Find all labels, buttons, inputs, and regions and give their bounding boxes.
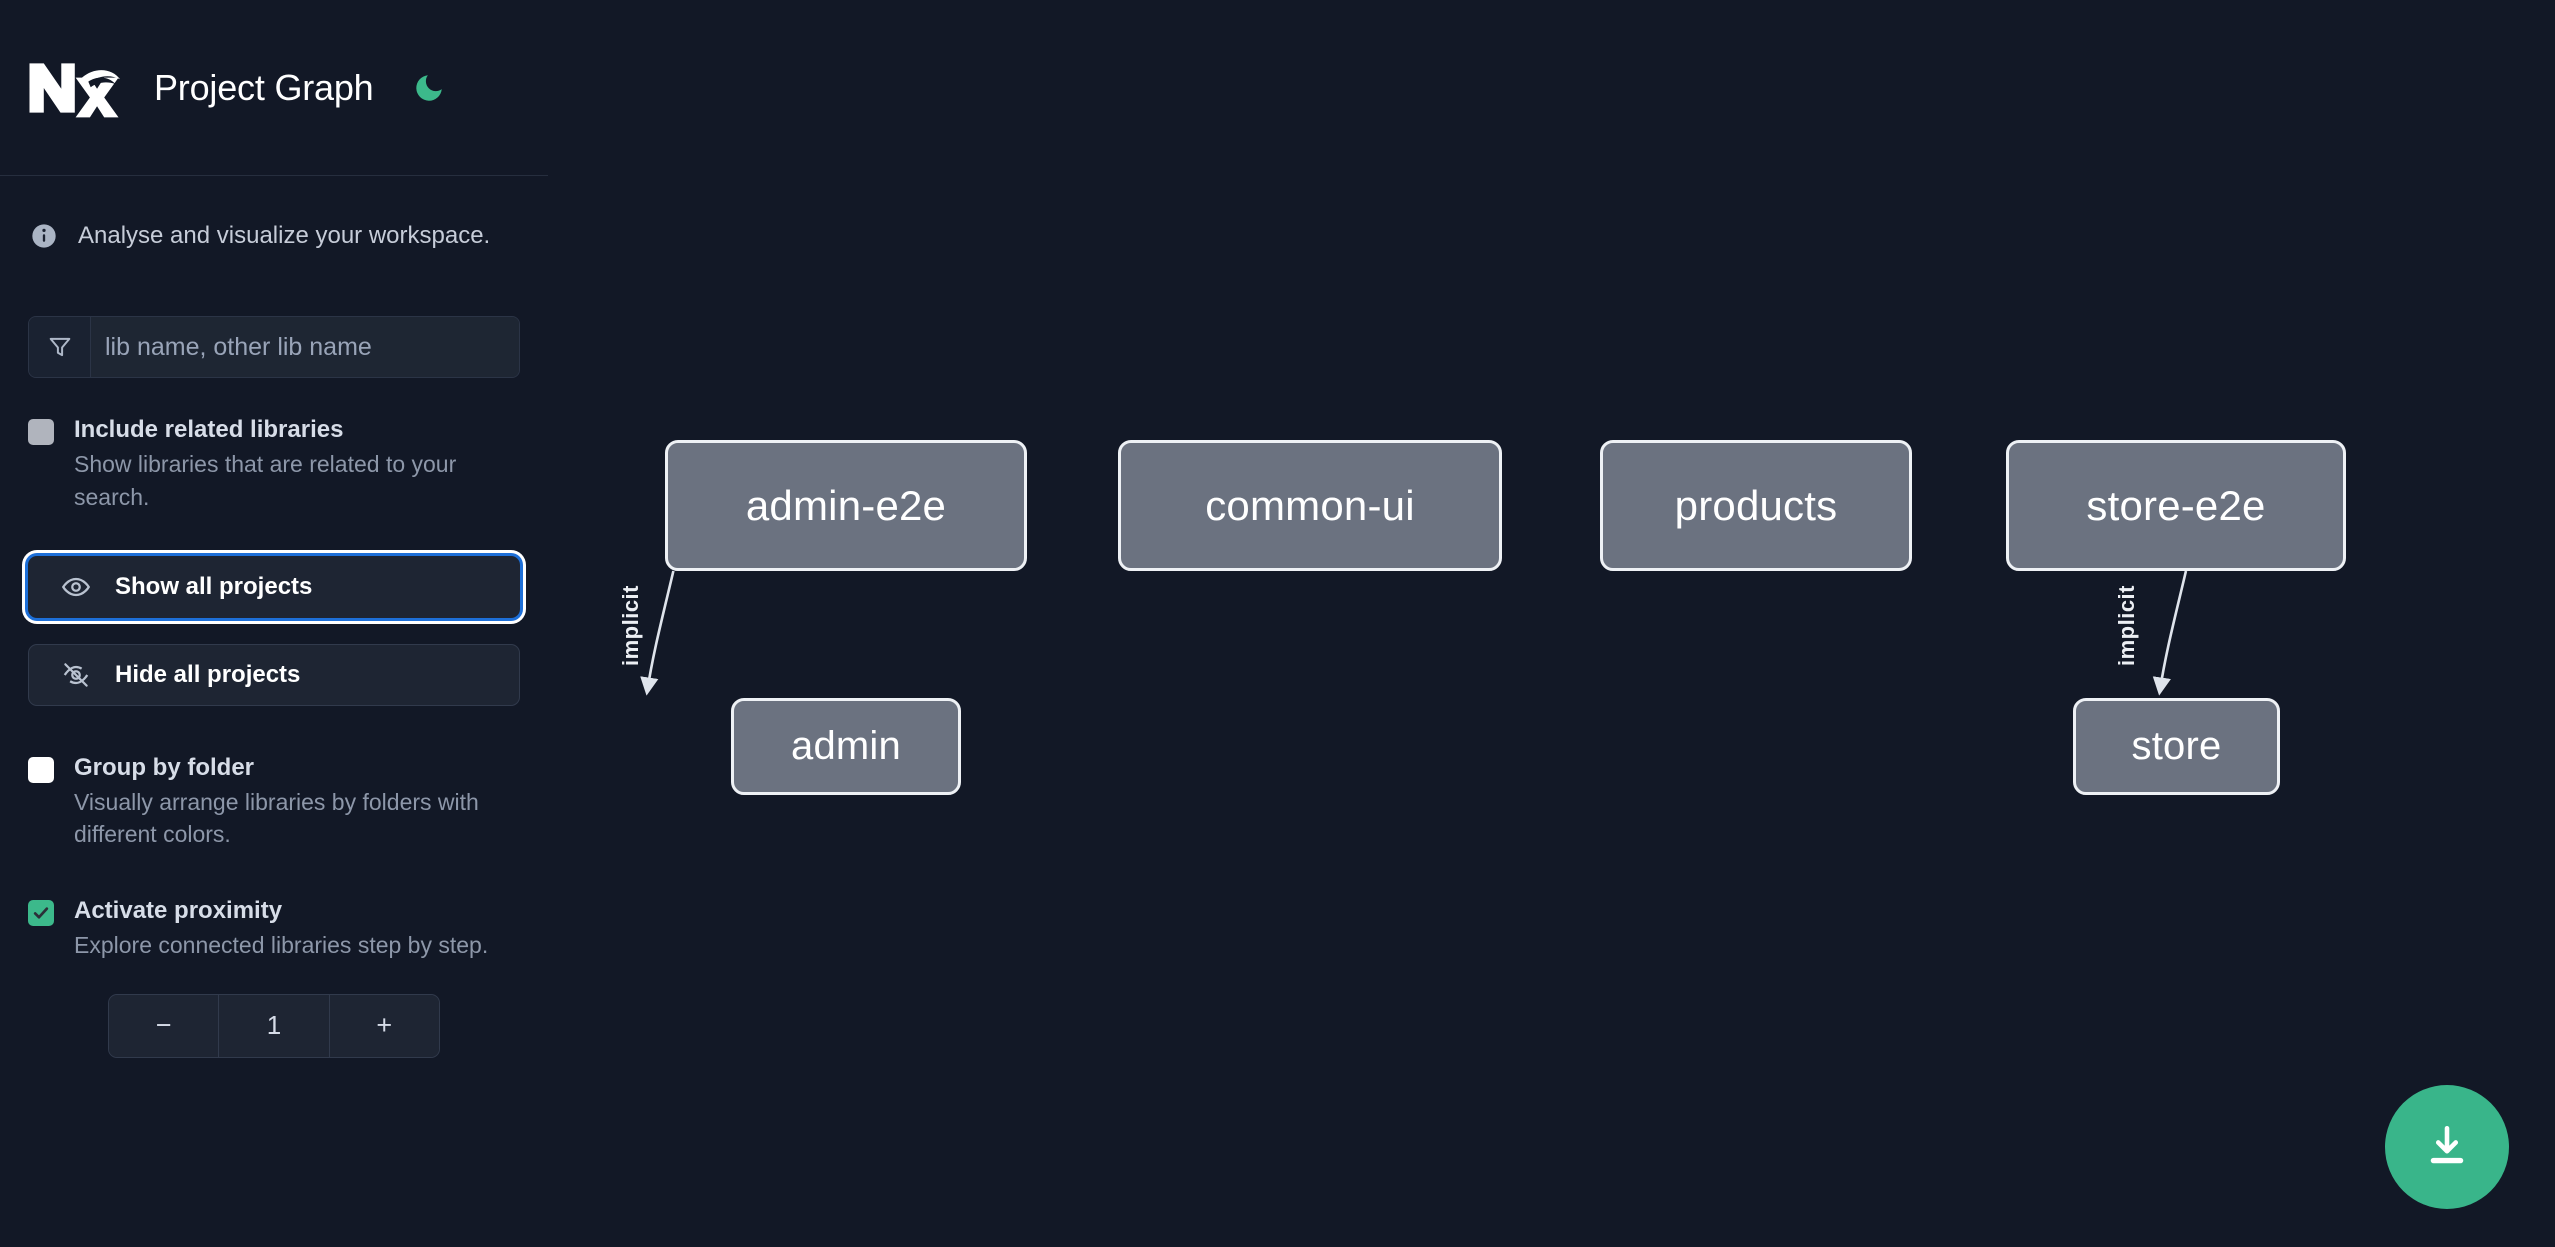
info-icon xyxy=(30,222,58,250)
nx-logo xyxy=(26,57,122,119)
edge-label-admin-implicit: implicit xyxy=(618,585,643,667)
option-label: Activate proximity xyxy=(74,897,283,924)
edge-label-store-implicit: implicit xyxy=(2114,585,2139,667)
sidebar: Project Graph Analyse and visualize your… xyxy=(0,0,548,1247)
show-all-projects-button[interactable]: Show all projects xyxy=(28,555,520,618)
search-input[interactable] xyxy=(91,317,519,377)
filter-input-group xyxy=(28,316,520,378)
hide-all-projects-button[interactable]: Hide all projects xyxy=(28,643,520,706)
option-activate-proximity[interactable]: Activate proximity Explore connected lib… xyxy=(0,895,548,962)
option-description: Visually arrange libraries by folders wi… xyxy=(74,788,479,848)
eye-icon xyxy=(59,570,93,604)
activate-proximity-checkbox[interactable] xyxy=(28,900,54,926)
option-label: Include related libraries xyxy=(74,416,344,443)
hide-all-projects-row: Hide all projects xyxy=(0,643,548,706)
show-all-projects-label: Show all projects xyxy=(115,572,313,600)
workspace-info-text: Analyse and visualize your workspace. xyxy=(78,222,491,249)
proximity-value: 1 xyxy=(218,994,329,1057)
proximity-stepper: − 1 + xyxy=(108,993,440,1058)
proximity-increment-button[interactable]: + xyxy=(328,994,439,1057)
download-icon xyxy=(2422,1121,2472,1174)
option-text-group: Group by folder Visually arrange librari… xyxy=(74,752,520,852)
graph-node-store[interactable]: store xyxy=(2073,698,2280,795)
eye-off-icon xyxy=(59,658,93,692)
option-description: Show libraries that are related to your … xyxy=(74,451,457,510)
graph-canvas[interactable]: admin-e2e common-ui products store-e2e a… xyxy=(548,0,2555,1247)
funnel-icon xyxy=(29,317,91,377)
graph-node-common-ui[interactable]: common-ui xyxy=(1118,440,1502,571)
option-group-by-folder[interactable]: Group by folder Visually arrange librari… xyxy=(0,752,548,852)
group-by-folder-checkbox[interactable] xyxy=(28,756,54,783)
hide-all-projects-label: Hide all projects xyxy=(115,660,301,688)
graph-node-admin[interactable]: admin xyxy=(731,698,961,795)
download-image-button[interactable] xyxy=(2385,1085,2509,1209)
graph-edge-layer xyxy=(640,570,2188,696)
option-text-group: Activate proximity Explore connected lib… xyxy=(74,895,488,962)
graph-node-admin-e2e[interactable]: admin-e2e xyxy=(665,440,1027,571)
option-text-group: Include related libraries Show libraries… xyxy=(74,414,520,514)
option-description: Explore connected libraries step by step… xyxy=(74,932,489,959)
graph-node-products[interactable]: products xyxy=(1600,440,1912,571)
moon-icon[interactable] xyxy=(406,65,452,111)
include-related-libraries-checkbox[interactable] xyxy=(28,419,54,445)
proximity-decrement-button[interactable]: − xyxy=(109,994,219,1057)
option-include-related-libraries[interactable]: Include related libraries Show libraries… xyxy=(0,414,548,514)
page-title: Project Graph xyxy=(154,66,374,108)
workspace-info: Analyse and visualize your workspace. xyxy=(0,176,548,250)
show-all-projects-row: Show all projects xyxy=(0,555,548,618)
graph-node-store-e2e[interactable]: store-e2e xyxy=(2006,440,2346,571)
option-label: Group by folder xyxy=(74,753,254,781)
sidebar-header: Project Graph xyxy=(0,0,548,176)
